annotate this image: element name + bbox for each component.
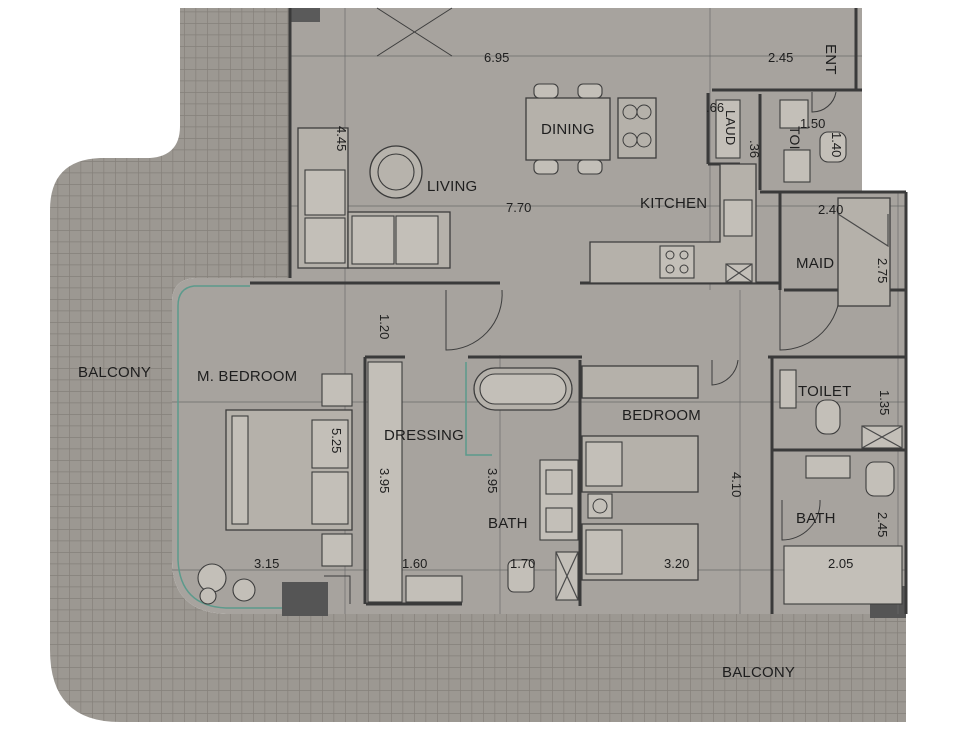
dimension-label: 2.05 [828, 556, 853, 571]
dimension-label: 3.20 [664, 556, 689, 571]
room-label-living: LIVING [427, 178, 477, 195]
twin-beds [581, 365, 699, 581]
dimension-label: 1.70 [510, 556, 535, 571]
laundry-toilet-fixtures [715, 99, 847, 183]
dimension-label: 1.35 [877, 390, 892, 415]
room-label-dressing: DRESSING [384, 427, 464, 444]
dimension-label: 1.50 [800, 116, 825, 131]
bath-glass [465, 362, 492, 456]
right-bath-fixtures [779, 369, 903, 605]
dimension-label: 5.25 [329, 428, 344, 453]
dimension-label: 2.75 [875, 258, 890, 283]
room-label-dining: DINING [541, 121, 595, 138]
room-label-balcony-bottom: BALCONY [722, 664, 795, 681]
dimension-label: 6.95 [484, 50, 509, 65]
dimension-label: 3.15 [254, 556, 279, 571]
kitchen-counter [589, 163, 757, 284]
apartment-floor [172, 8, 906, 614]
master-bed [225, 373, 353, 567]
dimension-label: 7.70 [506, 200, 531, 215]
dimension-label: 4.45 [334, 126, 349, 151]
room-label-bath-right: BATH [796, 510, 836, 527]
bathtub [473, 367, 573, 411]
dimension-label: .36 [747, 140, 762, 158]
room-label-bath-master: BATH [488, 515, 528, 532]
room-label-maid: MAID [796, 255, 834, 272]
dining-table [525, 83, 657, 175]
wall-block [282, 582, 328, 616]
room-label-toi: TOI [787, 126, 803, 150]
wall-block [290, 8, 320, 22]
dimension-label: 3.95 [485, 468, 500, 493]
room-label-laud: LAUD [723, 110, 738, 145]
dimension-label: 2.45 [768, 50, 793, 65]
dimension-label: 4.10 [729, 472, 744, 497]
dimension-label: 1.20 [377, 314, 392, 339]
master-suite-outline [177, 285, 282, 609]
dimension-label: 1.40 [829, 132, 844, 157]
sofa [297, 127, 451, 269]
dimension-label: 1.60 [402, 556, 427, 571]
dimension-label: 2.45 [875, 512, 890, 537]
dimension-label: .66 [706, 100, 724, 115]
master-bath-fixtures [507, 459, 579, 601]
room-label-master-bedroom: M. BEDROOM [197, 368, 297, 385]
wardrobe [367, 361, 463, 603]
room-label-balcony-left: BALCONY [78, 364, 151, 381]
room-label-bedroom: BEDROOM [622, 407, 701, 424]
lounge-chair [197, 563, 256, 605]
dimension-label: 2.40 [818, 202, 843, 217]
coffee-table [369, 145, 423, 199]
maid-bed [837, 197, 891, 307]
dimension-label: 3.95 [377, 468, 392, 493]
room-label-toilet: TOILET [798, 383, 851, 400]
room-label-ent: ENT [822, 44, 839, 75]
room-label-kitchen: KITCHEN [640, 195, 707, 212]
balcony-left-area [50, 8, 906, 722]
